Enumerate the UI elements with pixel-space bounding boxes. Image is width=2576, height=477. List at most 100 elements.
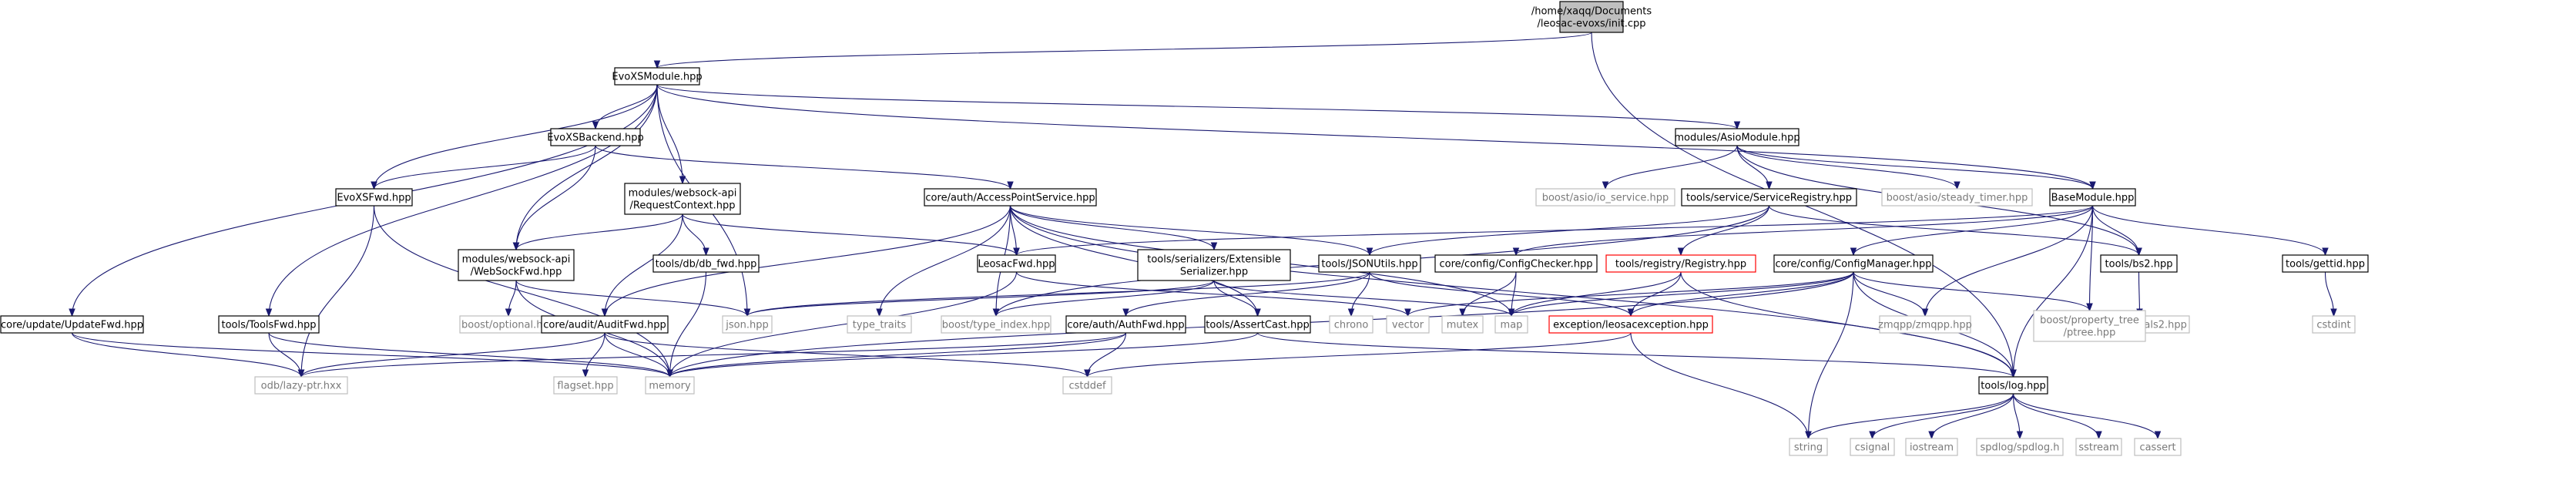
node-label: tools/log.hpp	[1981, 381, 2045, 392]
edge-websockfwd-to-json	[515, 280, 751, 317]
node-box	[541, 315, 669, 334]
node-label: boost/type_index.hpp	[942, 320, 1050, 331]
edge-line	[1630, 332, 1810, 439]
node-box	[218, 315, 320, 334]
edge-arrowhead	[1404, 308, 1411, 317]
edge-line	[1680, 271, 2014, 378]
node-label: core/config/ConfigChecker.hpp	[1440, 259, 1593, 270]
node-chrono: chrono	[1329, 315, 1374, 334]
edge-serviceregistry-to-registry	[1677, 205, 1770, 257]
node-label: boost/asio/io_service.hpp	[1542, 193, 1669, 204]
node-updatefwd[interactable]: core/update/UpdateFwd.hpp	[0, 315, 144, 334]
node-label: csignal	[1855, 442, 1890, 454]
node-type_traits: type_traits	[847, 315, 912, 334]
node-box	[1386, 315, 1430, 334]
node-leosacexception[interactable]: exception/leosacexception.hpp	[1548, 315, 1713, 334]
node-authfwd[interactable]: core/auth/AuthFwd.hpp	[1065, 315, 1186, 334]
node-evoxsmodule[interactable]: EvoXSModule.hpp	[612, 67, 703, 86]
edge-line	[1407, 271, 1854, 317]
edge-evoxsmodule-to-evoxsbackend	[592, 84, 658, 130]
edge-line	[995, 280, 1215, 317]
node-gettid[interactable]: tools/gettid.hpp	[2282, 254, 2369, 273]
node-map: map	[1494, 315, 1528, 334]
edge-line	[71, 332, 302, 378]
node-csignal: csignal	[1850, 438, 1895, 456]
node-box	[977, 254, 1056, 273]
node-registry[interactable]: tools/registry/Registry.hpp	[1605, 254, 1756, 273]
edge-extserializer-to-type_index	[992, 280, 1215, 317]
edge-log-to-sstream	[2012, 393, 2102, 440]
node-label: flagset.hpp	[557, 381, 613, 392]
edge-arrowhead	[2135, 247, 2142, 257]
node-evoxsfwd[interactable]: EvoXSFwd.hpp	[335, 188, 413, 207]
node-label: /ptree.hpp	[2064, 328, 2116, 339]
node-requestcontext[interactable]: modules/websock-api/RequestContext.hpp	[624, 183, 741, 215]
edge-arrowhead	[1084, 369, 1091, 378]
edge-line	[268, 84, 658, 317]
node-log[interactable]: tools/log.hpp	[1978, 376, 2048, 395]
edge-line	[268, 332, 302, 378]
node-db_fwd[interactable]: tools/db/db_fwd.hpp	[652, 254, 760, 273]
node-label: boost/asio/steady_timer.hpp	[1887, 193, 2028, 204]
node-label: cassert	[2139, 442, 2175, 454]
edge-line	[1369, 271, 1632, 317]
edge-extserializer-to-assertcast	[1213, 280, 1261, 317]
edge-layer	[69, 32, 2337, 440]
node-box	[2075, 438, 2122, 456]
edge-line	[71, 332, 671, 378]
node-box	[1905, 438, 1958, 456]
edge-evoxsbackend-to-evoxsfwd	[371, 145, 596, 190]
node-extserializer[interactable]: tools/serializers/ExtensibleSerializer.h…	[1137, 249, 1291, 281]
node-jsonutils[interactable]: tools/JSONUtils.hpp	[1318, 254, 1421, 273]
edge-updatefwd-to-memory	[71, 332, 673, 378]
node-memory: memory	[645, 376, 695, 395]
edge-log-to-cassert	[2012, 393, 2162, 440]
node-label: spdlog/spdlog.h	[1981, 442, 2060, 454]
node-box	[1494, 315, 1528, 334]
node-label: /WebSockFwd.hpp	[471, 267, 562, 278]
node-toolsfwd[interactable]: tools/ToolsFwd.hpp	[218, 315, 320, 334]
edge-asiomodule-to-io_service	[1602, 145, 1738, 190]
edge-line	[682, 213, 1018, 256]
node-auditfwd[interactable]: core/audit/AuditFwd.hpp	[541, 315, 669, 334]
node-evoxsbackend[interactable]: EvoXSBackend.hpp	[547, 128, 644, 146]
edge-evoxsmodule-to-toolsfwd	[265, 84, 658, 317]
edge-basemodule-to-configchecker	[1512, 205, 2094, 257]
edge-bs2-to-signals2	[2136, 271, 2143, 317]
node-asiomodule[interactable]: modules/AsioModule.hpp	[1674, 128, 1800, 146]
edge-line	[300, 332, 605, 378]
edge-line	[1511, 271, 1854, 317]
node-configchecker[interactable]: core/config/ConfigChecker.hpp	[1434, 254, 1598, 273]
edge-updatefwd-to-lazyptr	[71, 332, 305, 378]
edge-line	[656, 84, 683, 184]
edge-arrowhead	[1954, 181, 1961, 190]
node-websockfwd[interactable]: modules/websock-api/WebSockFwd.hpp	[458, 249, 575, 281]
edge-arrowhead	[1013, 247, 1020, 257]
node-string: string	[1789, 438, 1828, 456]
edge-arrowhead	[1869, 431, 1876, 440]
edge-arrowhead	[2086, 303, 2093, 312]
node-bs2[interactable]: tools/bs2.hpp	[2100, 254, 2178, 273]
node-box	[1978, 376, 2048, 395]
node-label: vector	[1392, 320, 1424, 331]
node-json: json.hpp	[722, 315, 773, 334]
edge-evoxsmodule-to-basemodule	[656, 84, 2096, 190]
edge-line	[1515, 205, 2094, 256]
edge-arrowhead	[1602, 181, 1609, 190]
node-box	[1879, 315, 1971, 334]
node-io_service: boost/asio/io_service.hpp	[1535, 188, 1675, 207]
node-box	[614, 67, 700, 86]
edge-arrowhead	[1007, 181, 1014, 190]
edge-line	[268, 332, 671, 378]
node-init[interactable]: /home/xaqq/Documents/leosac-evoxs/init.c…	[1531, 1, 1652, 33]
node-box	[2033, 310, 2146, 342]
node-configmanager[interactable]: core/config/ConfigManager.hpp	[1773, 254, 1934, 273]
edge-line	[1807, 393, 2014, 439]
node-accesspointservice[interactable]: core/auth/AccessPointService.hpp	[924, 188, 1097, 207]
node-assertcast[interactable]: tools/AssertCast.hpp	[1204, 315, 1311, 334]
edge-evoxsmodule-to-websockfwd	[512, 84, 658, 251]
node-leosacfwd[interactable]: LeosacFwd.hpp	[977, 254, 1056, 273]
edge-line	[1680, 205, 1770, 256]
node-serviceregistry[interactable]: tools/service/ServiceRegistry.hpp	[1681, 188, 1857, 207]
node-basemodule[interactable]: BaseModule.hpp	[2049, 188, 2136, 207]
